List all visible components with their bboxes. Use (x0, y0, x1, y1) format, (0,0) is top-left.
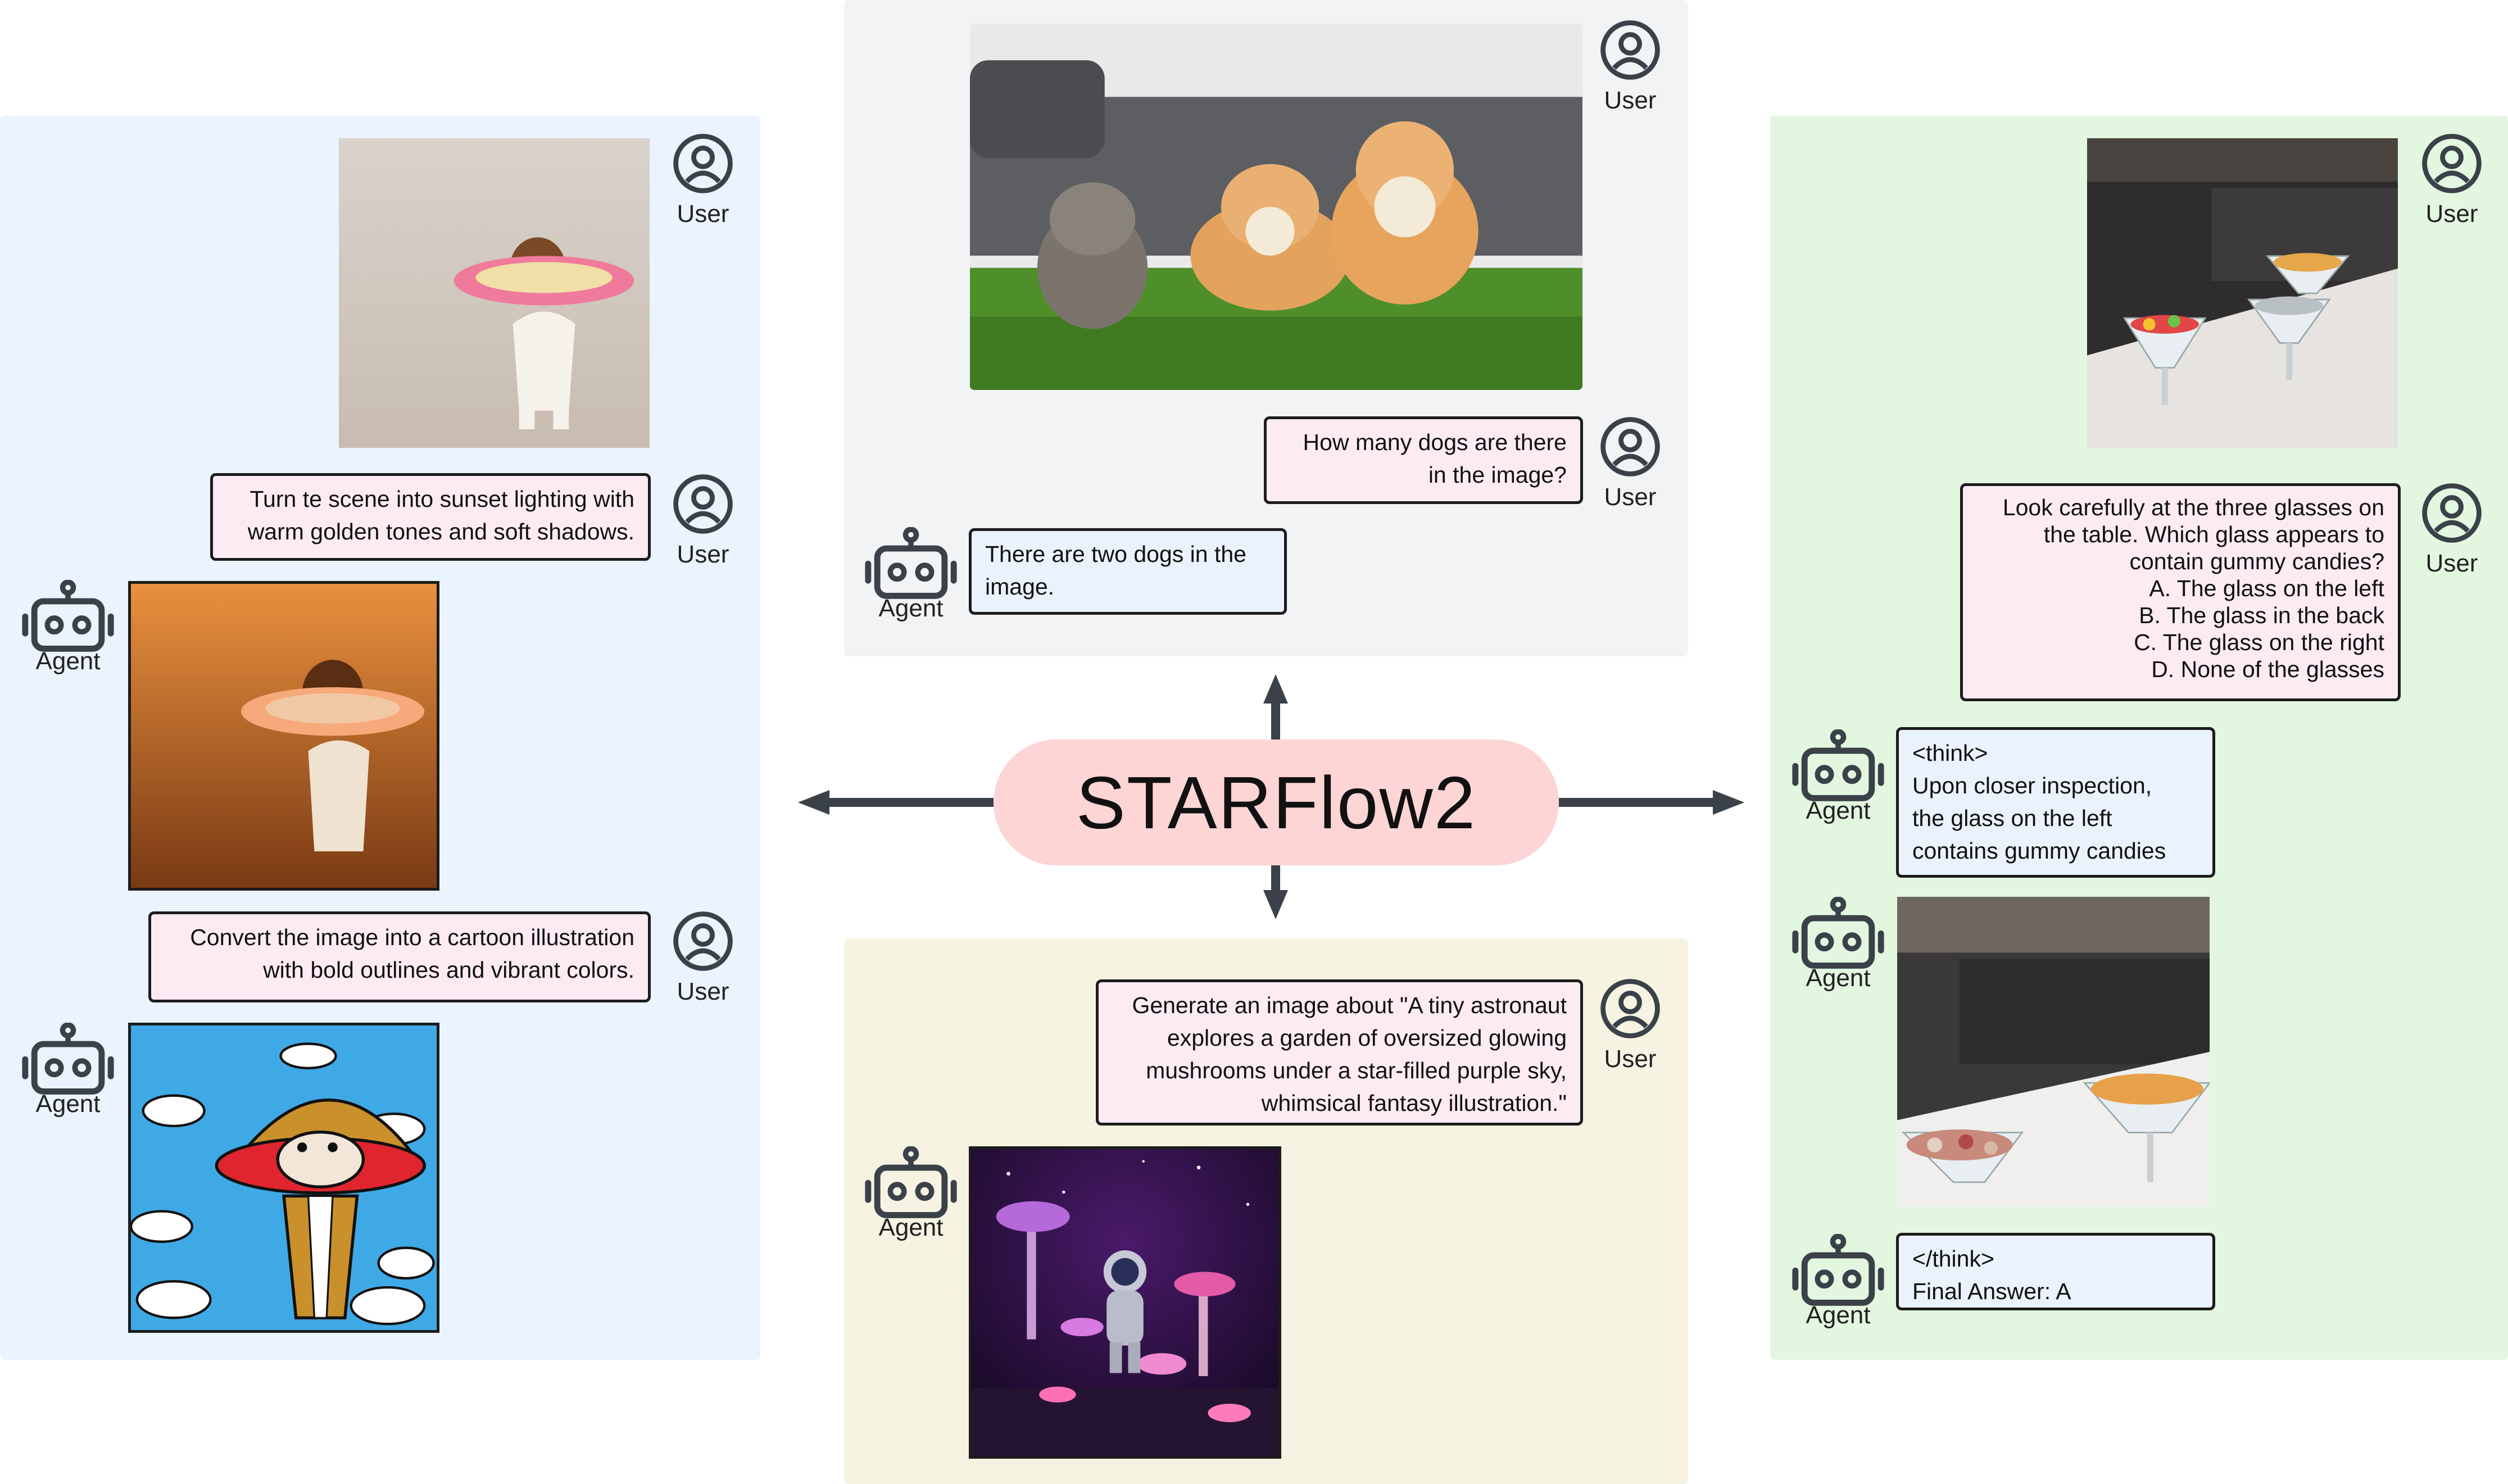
user-label: User (2425, 550, 2478, 577)
arrow-left-icon (798, 790, 994, 815)
agent-avatar: Agent (1790, 897, 1886, 992)
astronaut-mushrooms-image (969, 1146, 1281, 1459)
generation-prompt-bubble: Generate an image about "A tiny astronau… (1096, 979, 1583, 1126)
user-icon (672, 473, 734, 535)
cartoon-beagle-image (128, 1023, 439, 1333)
user-icon (672, 910, 734, 972)
user-label: User (677, 978, 729, 1005)
user-icon (2421, 482, 2483, 544)
robot-icon (865, 1146, 957, 1223)
sunset-beagle-image (128, 581, 439, 891)
agent-label: Agent (1806, 1301, 1871, 1329)
cartoon-instruction-bubble: Convert the image into a cartoon illustr… (148, 911, 651, 1002)
agent-label: Agent (35, 647, 101, 675)
user-avatar: User (1588, 19, 1672, 115)
agent-avatar: Agent (1790, 1234, 1886, 1329)
user-icon (1599, 416, 1661, 478)
final-answer-bubble: </think> Final Answer: A (1896, 1233, 2215, 1310)
answer-bubble: There are two dogs in the image. (969, 528, 1287, 615)
agent-label: Agent (878, 1214, 944, 1241)
starflow2-label: STARFlow2 (994, 739, 1559, 865)
arrow-up-icon (1263, 674, 1288, 739)
user-avatar: User (661, 910, 745, 1006)
user-avatar: User (1588, 416, 1672, 511)
user-label: User (677, 541, 729, 568)
robot-icon (22, 1023, 114, 1099)
user-icon (672, 133, 734, 194)
robot-icon (865, 527, 957, 603)
arrow-right-icon (1559, 790, 1744, 815)
edit-instruction-bubble: Turn te scene into sunset lighting with … (210, 473, 651, 561)
user-label: User (677, 200, 729, 228)
agent-label: Agent (1806, 964, 1871, 992)
user-icon (1599, 19, 1661, 81)
zoomed-glasses-image (1897, 897, 2210, 1207)
cat-and-corgis-photo (970, 24, 1582, 390)
think-bubble: <think> Upon closer inspection, the glas… (1896, 727, 2215, 878)
user-avatar: User (661, 133, 745, 228)
user-avatar: User (1588, 978, 1672, 1073)
user-avatar: User (2410, 133, 2494, 228)
robot-icon (1792, 1234, 1884, 1310)
agent-avatar: Agent (863, 1146, 959, 1242)
reasoning-question-bubble: Look carefully at the three glasses on t… (1960, 483, 2401, 701)
question-bubble: How many dogs are there in the image? (1264, 416, 1583, 504)
robot-icon (1792, 729, 1884, 806)
user-icon (1599, 978, 1661, 1040)
user-avatar: User (661, 473, 745, 569)
user-label: User (1604, 483, 1657, 511)
user-icon (2421, 133, 2483, 194)
user-label: User (1604, 87, 1657, 114)
agent-label: Agent (1806, 797, 1871, 824)
user-label: User (1604, 1045, 1657, 1073)
agent-label: Agent (878, 594, 944, 622)
agent-avatar: Agent (20, 1023, 116, 1118)
robot-icon (22, 580, 114, 656)
user-label: User (2425, 200, 2478, 228)
candy-glasses-photo (2087, 138, 2398, 448)
user-avatar: User (2410, 482, 2494, 578)
agent-avatar: Agent (1790, 729, 1886, 825)
beagle-frisbee-photo (339, 138, 650, 448)
robot-icon (1792, 897, 1884, 973)
agent-label: Agent (35, 1090, 101, 1118)
arrow-down-icon (1263, 865, 1288, 919)
agent-avatar: Agent (20, 580, 116, 675)
agent-avatar: Agent (863, 527, 959, 623)
